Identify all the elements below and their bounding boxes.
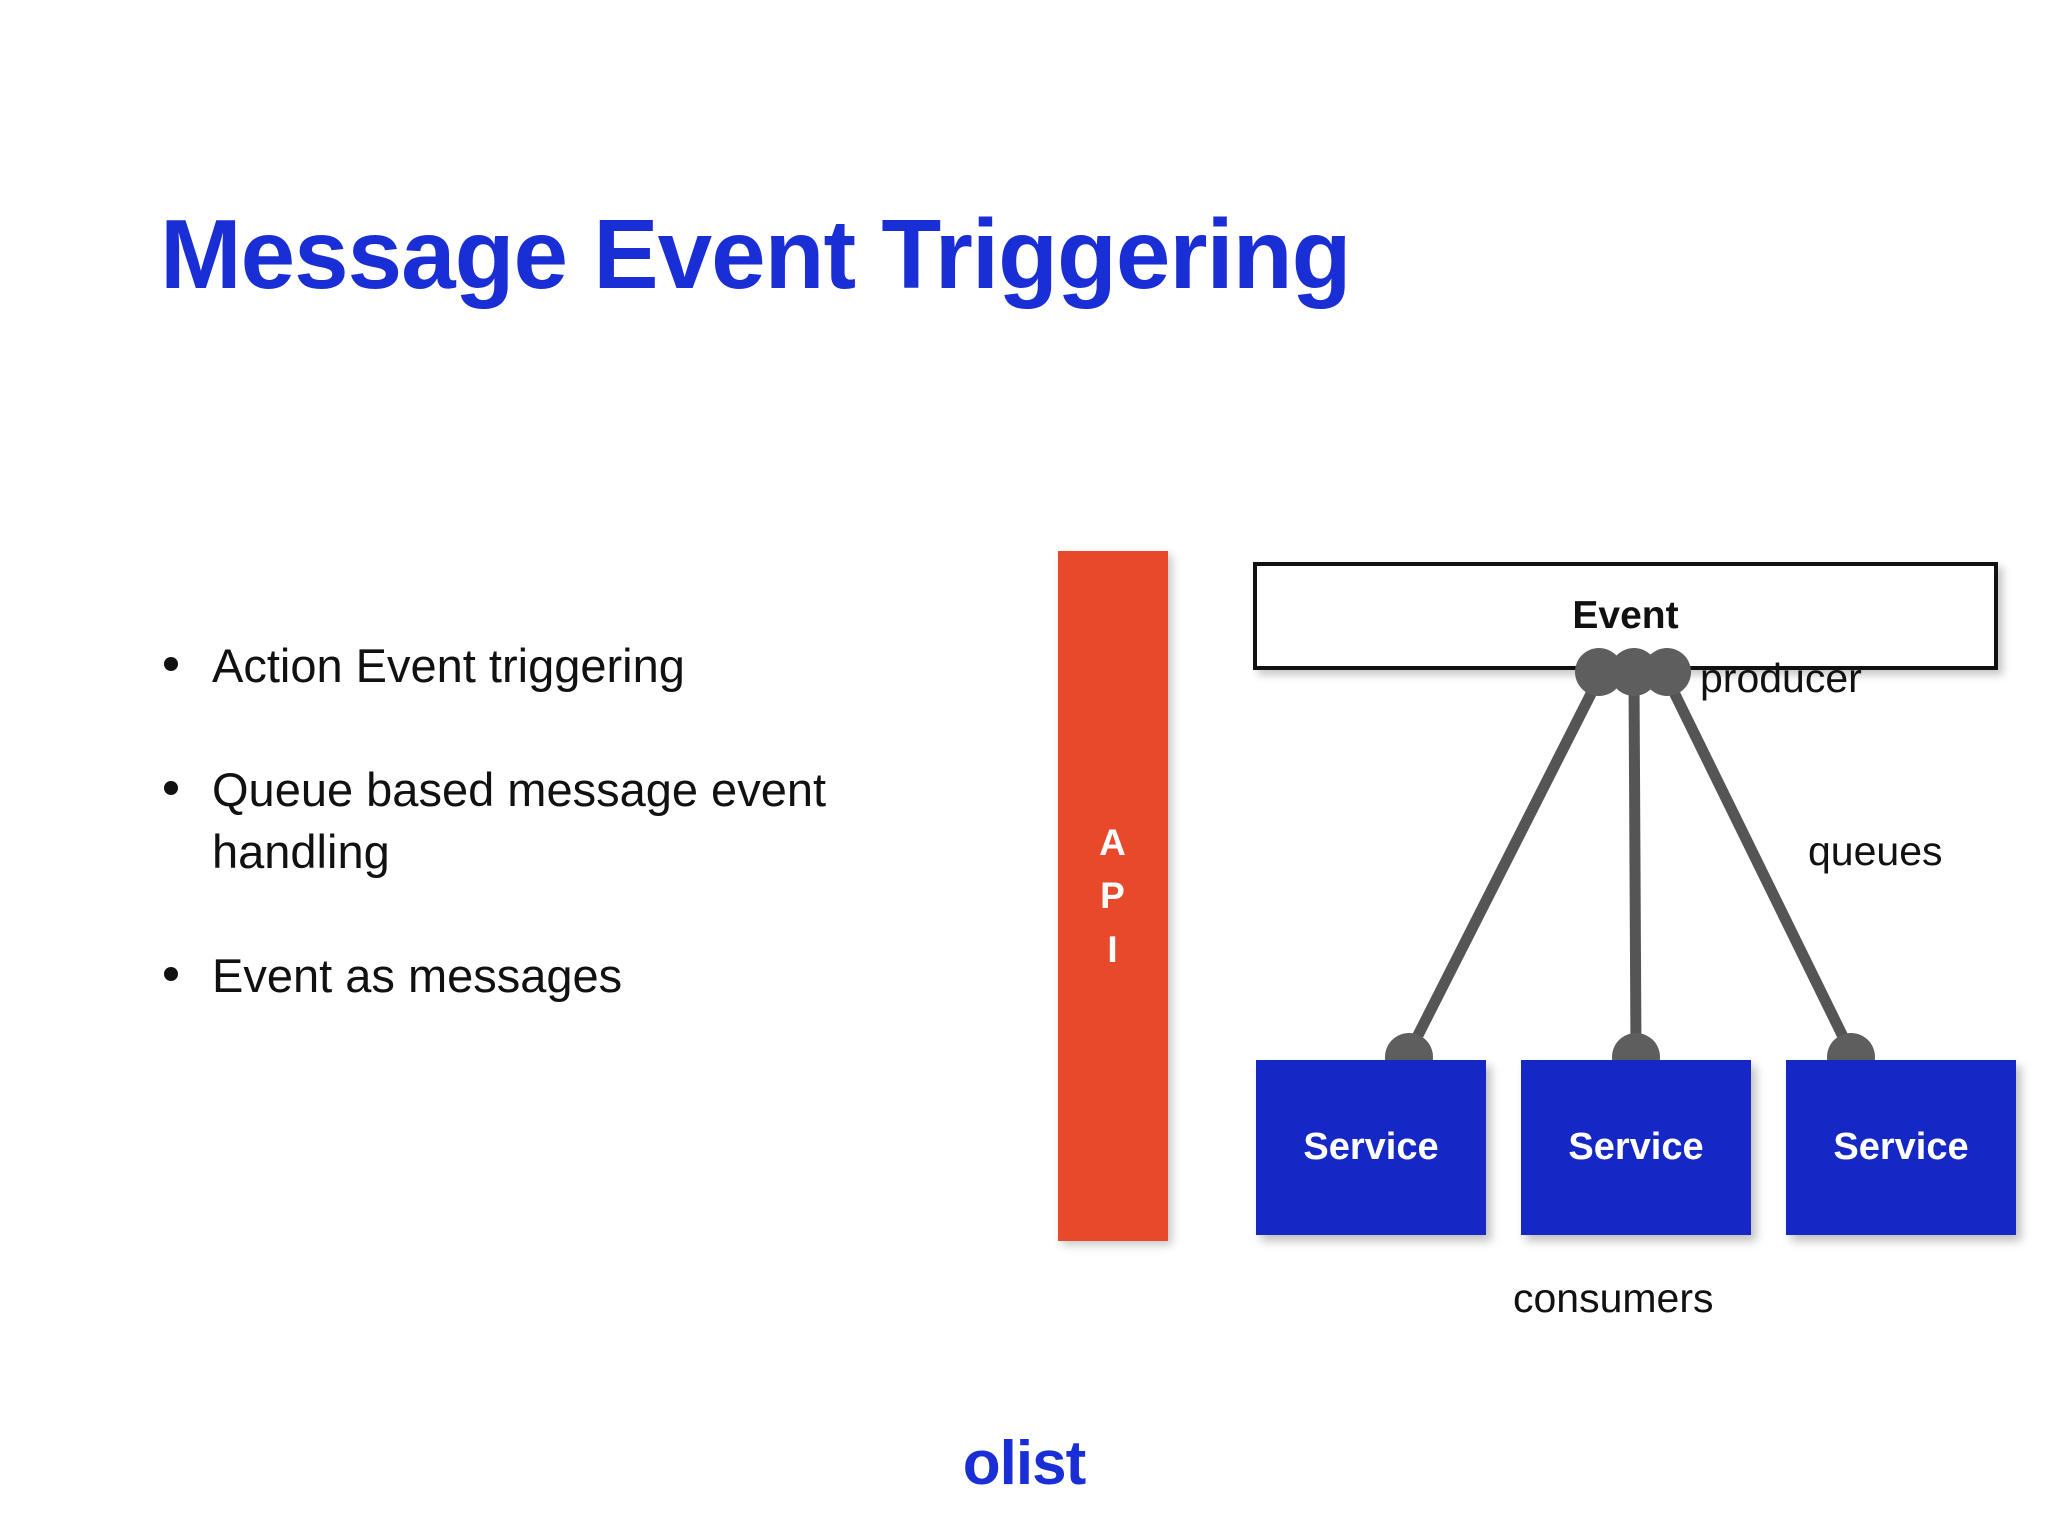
queue-line-3	[1661, 672, 1857, 1059]
api-letter-p: P	[1100, 875, 1126, 917]
queue-line-2	[1628, 672, 1642, 1059]
list-item: Queue based message event handling	[150, 759, 990, 883]
consumer-node-2	[1612, 1033, 1660, 1081]
list-item: Event as messages	[150, 945, 990, 1007]
service-box-1: Service	[1256, 1060, 1486, 1235]
service-box-label: Service	[1303, 1126, 1439, 1168]
list-item-label: Action Event triggering	[212, 639, 685, 692]
producer-label: producer	[1700, 655, 1862, 701]
bullet-dot-icon	[164, 967, 178, 982]
consumers-label: consumers	[1513, 1275, 1714, 1321]
service-box-label: Service	[1568, 1126, 1704, 1168]
api-letter-i: I	[1107, 928, 1119, 970]
event-box: Event	[1253, 562, 1998, 670]
producer-node-3	[1643, 648, 1691, 696]
bullet-dot-icon	[164, 781, 178, 796]
queues-label: queues	[1808, 828, 1943, 874]
api-bar: A P I	[1058, 551, 1168, 1241]
list-item-label: Event as messages	[212, 949, 623, 1003]
consumer-node-3	[1827, 1033, 1875, 1081]
producer-node-1	[1575, 648, 1623, 696]
api-letter-a: A	[1099, 821, 1127, 863]
list-item: Action Event triggering	[150, 635, 990, 697]
list-item-label: Queue based message event handling	[212, 763, 827, 879]
producer-node-2	[1610, 648, 1658, 696]
olist-logo: olist	[962, 1429, 1086, 1498]
service-box-label: Service	[1833, 1126, 1969, 1168]
service-box-3: Service	[1786, 1060, 2016, 1235]
page-title: Message Event Triggering	[160, 198, 1351, 309]
queue-line-1	[1403, 672, 1605, 1059]
service-box-2: Service	[1521, 1060, 1751, 1235]
bullet-dot-icon	[164, 657, 178, 671]
consumer-node-1	[1385, 1033, 1433, 1081]
bullet-list: Action Event triggering Queue based mess…	[150, 635, 990, 1007]
event-box-label: Event	[1572, 594, 1679, 637]
